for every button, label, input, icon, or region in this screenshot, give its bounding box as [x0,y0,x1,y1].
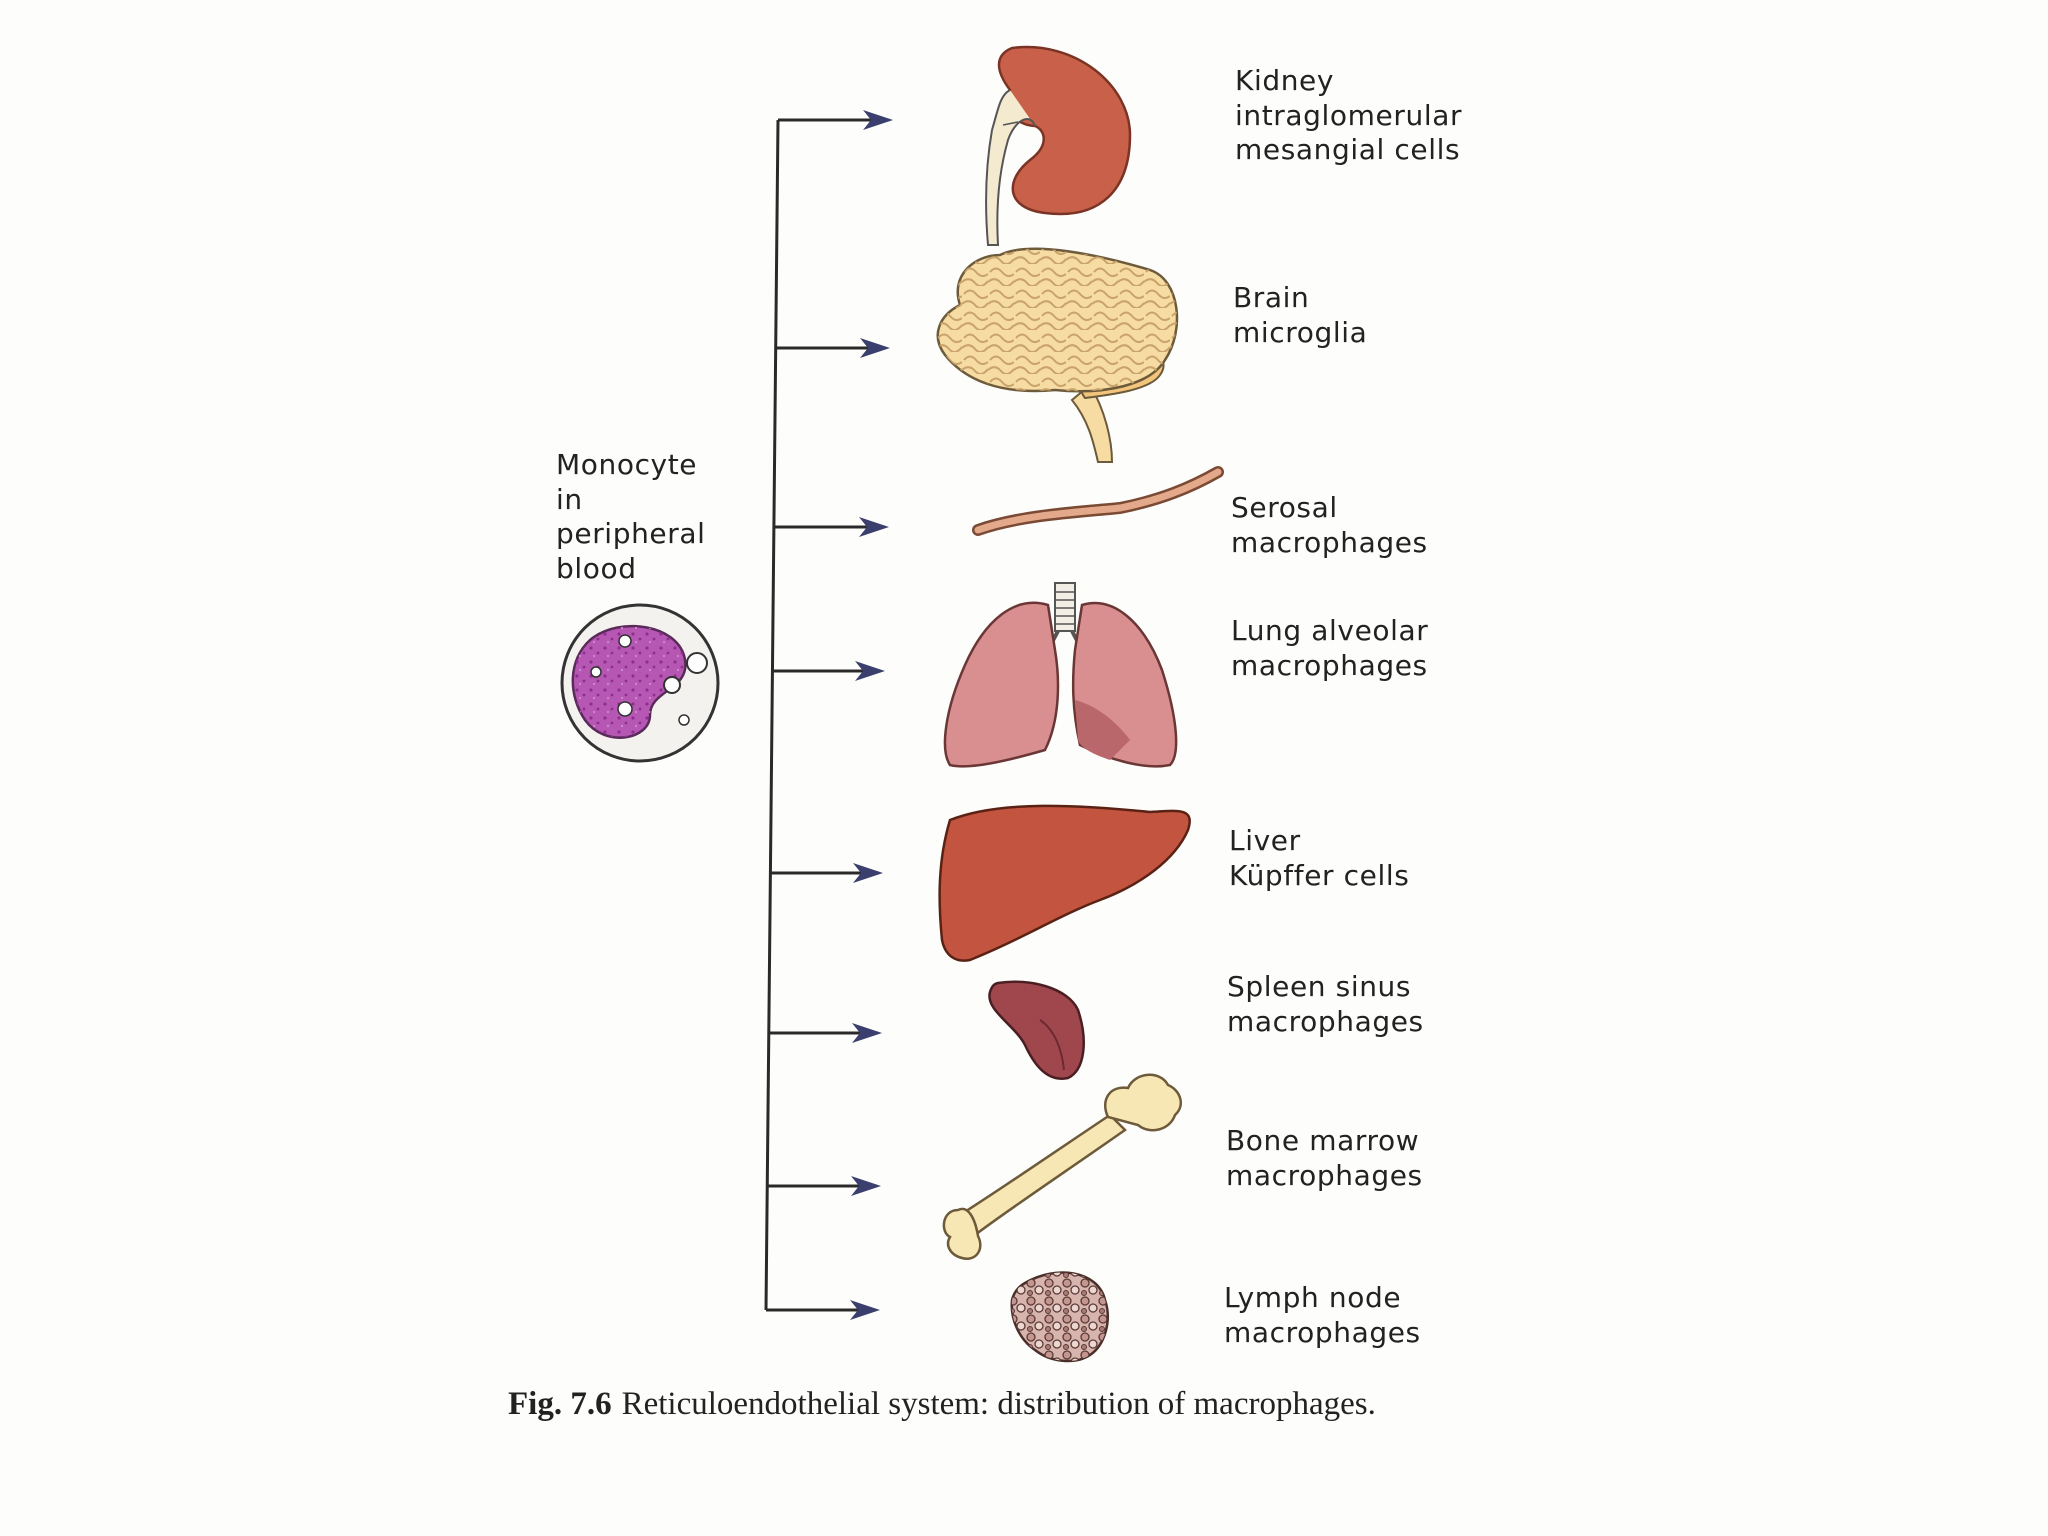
arrowhead-serosa [859,517,889,537]
serosa-label-line: macrophages [1231,525,1428,559]
kidney-label-line: intraglomerular [1235,98,1463,132]
monocyte-label-line: in [556,482,583,516]
arrowhead-kidney [863,110,893,130]
arrowhead-brain [860,338,890,358]
kidney-label: Kidney intraglomerular mesangial cells [1235,64,1462,168]
monocyte-label-line: peripheral [556,517,706,550]
serosa-illustration [972,466,1224,536]
lymph-label: Lymph node macrophages [1224,1281,1421,1350]
brain-label-line: microglia [1233,315,1368,349]
spleen-label-line: macrophages [1227,1004,1424,1038]
kidney-label-line: mesangial cells [1235,133,1461,166]
bone-label-line: macrophages [1226,1158,1423,1192]
liver-label-line: Küpffer cells [1229,858,1410,892]
arrowhead-bone [851,1176,881,1196]
monocyte-illustration [560,603,720,763]
bone-illustration [942,1073,1183,1261]
tree-trunk [764,119,780,1311]
brain-label: Brain microglia [1233,281,1367,350]
spleen-label-line: Spleen sinus [1227,970,1412,1003]
lymph-node-illustration [1010,1271,1109,1363]
lung-label: Lung alveolar macrophages [1231,614,1428,683]
arrowhead-lymph [850,1300,880,1320]
lung-label-line: macrophages [1231,648,1428,682]
spleen-illustration [988,980,1085,1080]
lung-illustration [943,582,1178,768]
arrowhead-liver [853,863,883,883]
lung-label-line: Lung alveolar [1231,614,1429,647]
kidney-illustration [985,45,1132,246]
serosa-label-line: Serosal [1231,491,1338,524]
bone-label: Bone marrow macrophages [1226,1124,1423,1193]
lymph-label-line: macrophages [1224,1315,1421,1349]
arrowhead-spleen [852,1023,882,1043]
figure-caption-text: Reticuloendothelial system: distribution… [621,1386,1376,1422]
brain-label-line: Brain [1233,281,1310,314]
liver-label-line: Liver [1229,824,1301,857]
kidney-label-line: Kidney [1235,64,1335,97]
liver-label: Liver Küpffer cells [1229,824,1409,893]
spleen-label: Spleen sinus macrophages [1227,970,1424,1039]
liver-illustration [938,804,1191,962]
distribution-tree [764,110,893,1320]
brain-illustration [936,247,1179,463]
bone-label-line: Bone marrow [1226,1124,1420,1157]
monocyte-label-line: Monocyte [556,448,698,481]
monocyte-label-line: blood [556,551,637,585]
serosa-label: Serosal macrophages [1231,491,1428,560]
arrowhead-lung [855,661,885,681]
figure-number: Fig. 7.6 [508,1386,612,1422]
lymph-label-line: Lymph node [1224,1281,1402,1314]
monocyte-label: Monocyte in peripheral blood [556,448,706,586]
